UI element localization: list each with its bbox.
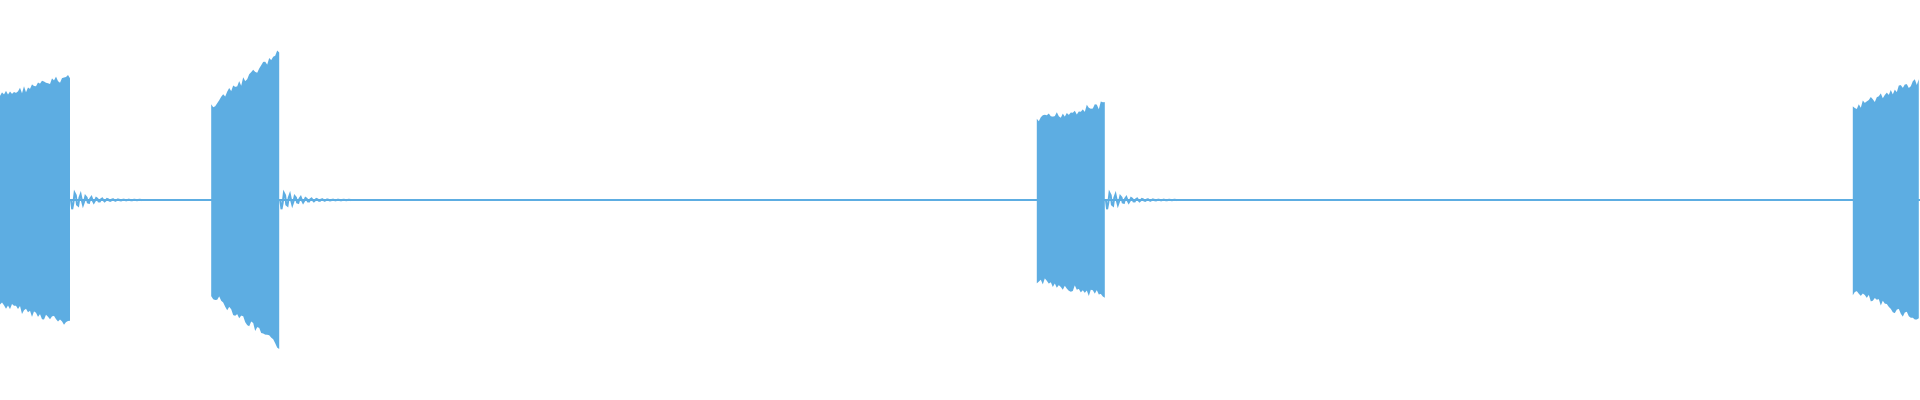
waveform-burst-3 [1036,101,1105,298]
waveform-tail-1 [70,189,142,210]
waveform-burst-1 [0,75,70,325]
waveform-burst-4 [1852,79,1919,320]
waveform-tail-3 [1104,189,1177,210]
waveform-burst-2 [211,50,280,349]
waveform-bursts [0,50,1919,349]
waveform-tail-2 [279,189,352,210]
